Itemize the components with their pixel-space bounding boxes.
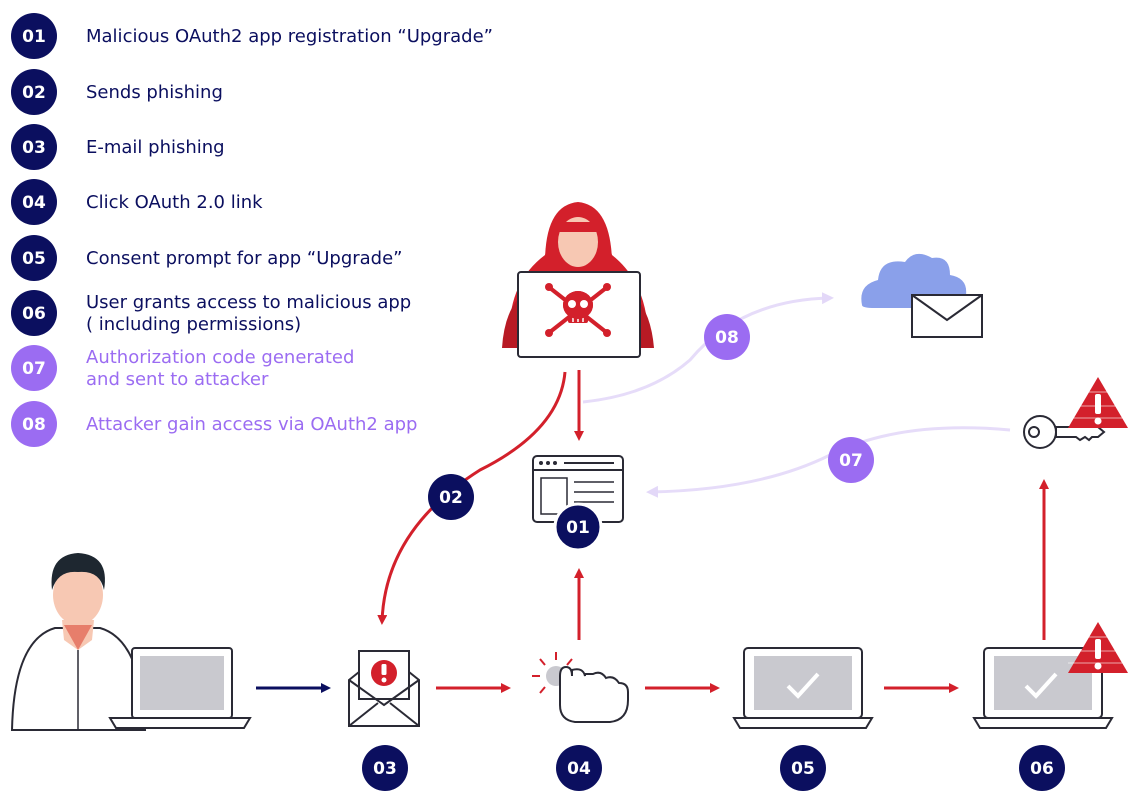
- legend-badge: [11, 345, 57, 391]
- legend-number: 03: [22, 138, 46, 158]
- envelope-alert-icon: [348, 650, 420, 727]
- legend-number: 05: [22, 249, 46, 269]
- warning-triangle-icon: [1068, 377, 1128, 428]
- laptop-icon: [108, 647, 252, 729]
- legend-label: Attacker gain access via OAuth2 app: [86, 414, 417, 435]
- badge-access: 08: [704, 314, 750, 360]
- legend-badge: [11, 69, 57, 115]
- legend-badge: [11, 290, 57, 336]
- legend-label: Click OAuth 2.0 link: [86, 192, 263, 213]
- svg-text:01: 01: [566, 518, 590, 538]
- badge-grant: 06: [1019, 745, 1065, 791]
- browser-window-icon: [532, 455, 624, 523]
- legend-number: 07: [22, 359, 46, 379]
- svg-text:05: 05: [791, 759, 815, 779]
- legend-label: Authorization code generated: [86, 347, 354, 368]
- legend-badge: [11, 124, 57, 170]
- svg-text:07: 07: [839, 451, 863, 471]
- cloud-mail-icon: [861, 253, 983, 338]
- legend-item-08: 08 Attacker gain access via OAuth2 app: [11, 401, 417, 447]
- legend-number: 08: [22, 415, 46, 435]
- legend-badge: [11, 401, 57, 447]
- user-icon: [10, 553, 147, 731]
- legend-item-02: 02 Sends phishing: [11, 69, 223, 115]
- badge-app-window: 01: [553, 502, 603, 552]
- skull-icon: [545, 283, 611, 337]
- arrow-access: [582, 292, 834, 404]
- hacker-icon: [502, 202, 654, 358]
- legend-badge: [11, 235, 57, 281]
- badge-auth-code: 07: [828, 437, 874, 483]
- legend-badge: [11, 179, 57, 225]
- svg-text:06: 06: [1030, 759, 1054, 779]
- hand-click-icon: [532, 652, 629, 723]
- legend-number: 02: [22, 83, 46, 103]
- key-icon: [1023, 415, 1106, 449]
- badge-consent: 05: [780, 745, 826, 791]
- legend-item-05: 05 Consent prompt for app “Upgrade”: [11, 235, 403, 281]
- warning-triangle-icon: [1068, 622, 1128, 673]
- svg-text:02: 02: [439, 488, 463, 508]
- legend-label: Malicious OAuth2 app registration “Upgra…: [86, 26, 493, 47]
- legend-label: E-mail phishing: [86, 137, 225, 158]
- legend-item-06: 06 User grants access to malicious app( i…: [11, 290, 411, 336]
- legend-label: and sent to attacker: [86, 369, 269, 390]
- badge-email: 03: [362, 745, 408, 791]
- legend-number: 06: [22, 304, 46, 324]
- legend-item-04: 04 Click OAuth 2.0 link: [11, 179, 263, 225]
- legend-label: Consent prompt for app “Upgrade”: [86, 248, 403, 269]
- svg-text:04: 04: [567, 759, 591, 779]
- badge-phishing: 02: [428, 474, 474, 520]
- legend-number: 04: [22, 193, 46, 213]
- legend-label: User grants access to malicious app: [86, 292, 411, 313]
- legend-badge: [11, 13, 57, 59]
- legend-label: ( including permissions): [86, 314, 301, 335]
- legend-item-03: 03 E-mail phishing: [11, 124, 225, 170]
- badge-click: 04: [556, 745, 602, 791]
- svg-text:03: 03: [373, 759, 397, 779]
- legend-label: Sends phishing: [86, 82, 223, 103]
- laptop-check-icon: [732, 647, 874, 729]
- arrow-phishing: [377, 371, 567, 625]
- svg-text:08: 08: [715, 328, 739, 348]
- legend-number: 01: [22, 27, 46, 47]
- legend: 01 Malicious OAuth2 app registration “Upg…: [11, 13, 493, 447]
- legend-item-01: 01 Malicious OAuth2 app registration “Upg…: [11, 13, 493, 59]
